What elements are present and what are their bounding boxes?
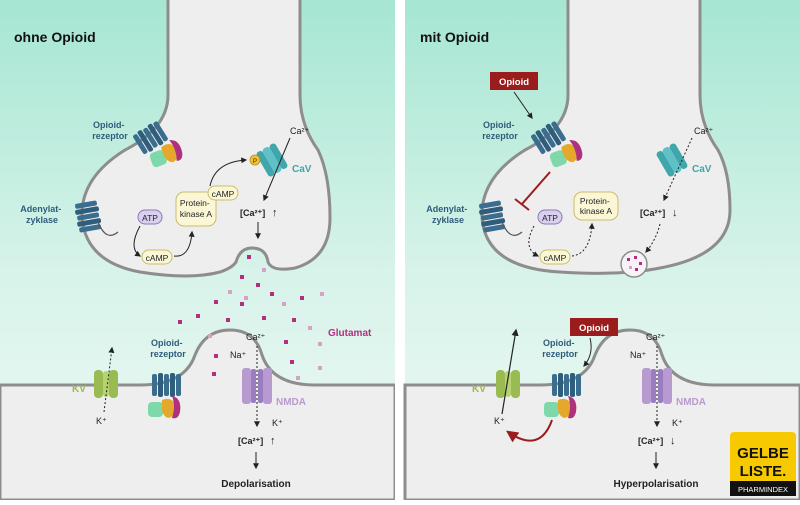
left-camp-label-top: cAMP — [212, 189, 235, 199]
right-opioid-box-bottom — [570, 318, 618, 336]
right-inhibition-line — [521, 171, 551, 205]
left-k-ion-label: K⁺ — [96, 416, 107, 426]
right-camp-to-pka-arrow — [571, 222, 595, 257]
left-pka-box — [175, 191, 217, 227]
right-atp-label: ATP — [542, 213, 558, 223]
right-post-ca-ion-label: Ca²⁺ — [646, 332, 666, 342]
right-cav-label: CaV — [692, 164, 712, 175]
left-atp-to-camp-arrow — [133, 225, 141, 257]
right-post-ca-conc-label: [Ca²⁺] — [638, 436, 663, 446]
left-post-ca-ion-label: Ca²⁺ — [246, 332, 266, 342]
logo-line-3: PHARMINDEX — [738, 485, 788, 494]
left-post-ca-conc-label: [Ca²⁺] — [238, 436, 263, 446]
left-result-label: Depolarisation — [221, 479, 290, 490]
right-pka-label: Protein- kinase A — [580, 196, 612, 216]
right-ca-conc-label: [Ca²⁺] — [640, 208, 665, 218]
right-title: mit Opioid — [420, 29, 489, 45]
right-k-ion-label: K⁺ — [494, 416, 505, 426]
left-camp-pill-top — [207, 185, 239, 201]
logo-background — [730, 432, 796, 496]
left-pka-label: Protein- kinase A — [180, 198, 212, 219]
left-ca-ion-label: Ca²⁺ — [290, 126, 310, 136]
left-k-efflux-arrow — [103, 346, 115, 413]
left-atp-label: ATP — [142, 213, 158, 223]
logo-line-1: GELBE — [737, 445, 789, 462]
postsynaptic-neuron-left — [0, 328, 397, 502]
left-post-opioid-receptor-icon — [152, 373, 181, 397]
left-camp-pill-bottom — [141, 249, 173, 265]
right-camp-label: cAMP — [544, 253, 567, 263]
right-result-label: Hyperpolarisation — [613, 479, 698, 490]
right-opioid-box-top — [490, 72, 538, 90]
left-phosphate-icon — [249, 154, 261, 166]
left-ca-increase-arrow: ↑ — [272, 207, 278, 219]
left-kv-label: KV — [72, 384, 86, 395]
right-vesicle-arrow — [645, 223, 661, 253]
left-cyclase-loop — [97, 221, 119, 236]
right-kv-channel-icon — [496, 370, 520, 398]
right-nmda-k-ion-label: K⁺ — [672, 418, 683, 428]
left-camp-to-pka-arrow — [173, 230, 195, 257]
postsynaptic-neuron-right — [403, 328, 800, 502]
left-adenylyl-cyclase-label: Adenylat- zyklase — [20, 204, 64, 225]
right-adenylyl-cyclase-label: Adenylat- zyklase — [426, 204, 470, 225]
logo-footer-bar — [730, 481, 796, 496]
right-opioid-label-top: Opioid — [499, 77, 529, 88]
right-vesicle-icon — [620, 250, 648, 278]
right-ca-ion-label: Ca²⁺ — [694, 126, 714, 136]
glutamate-label: Glutamat — [328, 328, 372, 339]
presynaptic-terminal-right — [480, 0, 732, 275]
left-na-ion-label: Na⁺ — [230, 350, 247, 360]
right-post-opioid-receptor-icon — [552, 373, 581, 397]
right-activation-arrow — [506, 419, 553, 443]
right-post-opioid-binding-arrow — [583, 337, 592, 367]
right-ca-influx-arrow — [663, 137, 693, 202]
left-camp-label-bottom: cAMP — [146, 253, 169, 263]
right-vesicle-glutamate — [627, 256, 642, 271]
right-post-opioid-receptor-label: Opioid- rezeptor — [542, 338, 578, 359]
presynaptic-terminal-left — [80, 0, 332, 278]
left-ca-influx-arrow — [263, 137, 291, 202]
right-pka-box — [573, 191, 619, 221]
left-ca-conc-label: [Ca²⁺] — [240, 208, 265, 218]
logo-line-2: LISTE. — [740, 463, 787, 480]
right-ca-decrease-arrow: ↓ — [672, 207, 678, 219]
left-title: ohne Opioid — [14, 29, 96, 45]
right-atp-pill — [537, 209, 563, 225]
right-nmda-label: NMDA — [676, 397, 706, 408]
right-k-efflux-arrow — [501, 328, 519, 415]
left-cav-label: CaV — [292, 164, 312, 175]
gelbe-liste-logo: GELBE LISTE. PHARMINDEX — [730, 432, 796, 496]
left-post-opioid-receptor-label: Opioid- rezeptor — [150, 338, 186, 359]
left-kv-channel-icon — [94, 370, 118, 398]
right-cyclase-loop — [501, 221, 523, 236]
left-nmda-k-ion-label: K⁺ — [272, 418, 283, 428]
panel-divider — [395, 0, 405, 500]
right-opioid-binding-arrow — [513, 91, 533, 119]
left-phosphate-label: P — [253, 159, 257, 165]
right-opioid-label-bottom: Opioid — [579, 323, 609, 334]
right-inhibition-bar — [514, 198, 530, 211]
right-opioid-receptor-label: Opioid- rezeptor — [482, 120, 518, 141]
right-panel: mit Opioid Opioid Opioid- rezeptor Adeny… — [403, 0, 800, 502]
right-kv-label: KV — [472, 384, 486, 395]
left-post-ca-increase-arrow: ↑ — [270, 435, 276, 447]
left-pka-to-cav-arrow — [209, 157, 248, 187]
left-atp-pill — [137, 209, 163, 225]
left-nmda-label: NMDA — [276, 397, 306, 408]
right-post-ca-decrease-arrow: ↓ — [670, 435, 676, 447]
right-camp-pill — [539, 249, 571, 265]
right-na-ion-label: Na⁺ — [630, 350, 647, 360]
left-opioid-receptor-label: Opioid- rezeptor — [92, 120, 128, 141]
glutamate-particles — [178, 255, 324, 380]
left-panel: ohne Opioid Opioid- rezeptor Adenylat- z… — [0, 0, 397, 502]
